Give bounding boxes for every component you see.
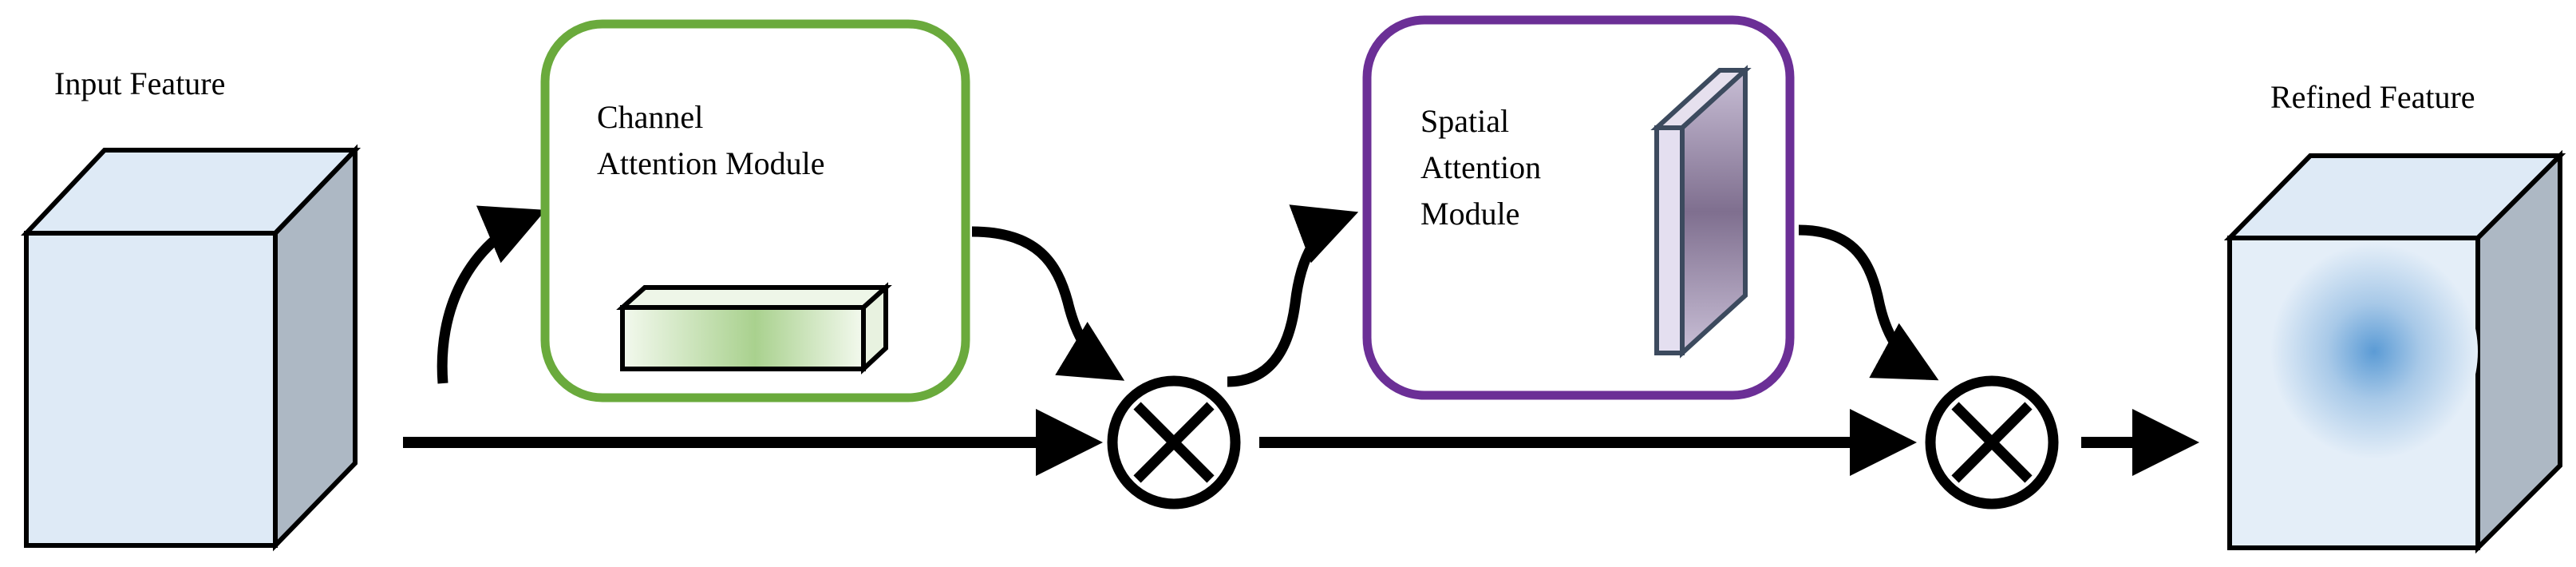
channel-attention-vector [616,282,892,375]
arrow-channel-to-multiply-1 [971,226,1125,381]
arrow-spatial-to-multiply-2 [1798,224,1939,381]
spatial-attention-module: Spatial Attention Module [1362,15,1795,400]
channel-attention-module: Channel Attention Module [540,19,970,402]
spatial-module-label-line3: Module [1420,196,1519,232]
input-cube-front [24,231,278,548]
refined-attention-blob [2270,244,2478,459]
spatial-module-label-line2: Attention [1420,149,1541,185]
channel-module-label-line1: Channel [597,99,703,135]
multiply-1-icon [1107,375,1241,510]
input-feature-label: Input Feature [54,65,225,101]
arrow-to-channel-module [437,205,546,384]
refined-feature-label: Refined Feature [2270,79,2475,115]
spatial-module-label-line1: Spatial [1420,103,1509,139]
refined-feature-cube [2223,149,2566,554]
input-feature-cube [21,144,362,552]
multiply-2-icon [1925,375,2059,510]
channel-module-label-line2: Attention Module [597,145,825,181]
arrow-to-spatial-module [1227,204,1359,387]
spatial-attention-map [1650,65,1752,359]
